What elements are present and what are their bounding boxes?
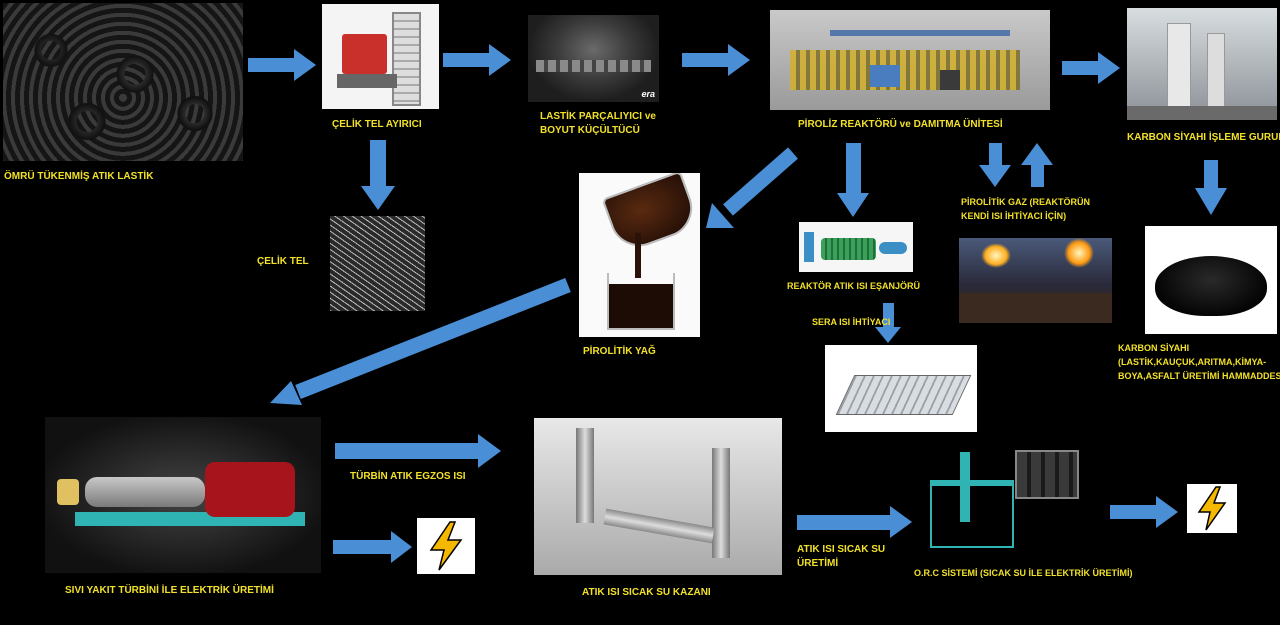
arrow-tires-to-separator (248, 49, 316, 81)
hot-water-boiler-render (534, 418, 782, 575)
label-shredder-1: LASTİK PARÇALIYICI ve (540, 111, 656, 122)
label-heat-exchanger: REAKTÖR ATIK ISI EŞANJÖRÜ (787, 281, 921, 291)
label-hot-water-2: ÜRETİMİ (797, 558, 839, 569)
arrow-gas-to-reactor (1021, 143, 1053, 187)
greenhouse-render (825, 345, 977, 432)
arrow-shredder-to-reactor (682, 44, 750, 76)
arrow-boiler-to-orc (797, 506, 912, 538)
label-pyro-gas-2: KENDİ ISI İHTİYACI İÇİN) (961, 211, 1067, 221)
label-carbon-black-2: (LASTİK,KAUÇUK,ARITMA,KİMYA- (1118, 357, 1267, 367)
gas-flare-photo (959, 238, 1112, 323)
arrow-exchanger-to-greenhouse (875, 303, 901, 343)
label-greenhouse: SERA ISI İHTİYACI (812, 317, 891, 327)
tire-pile-photo (3, 3, 243, 161)
arrow-reactor-to-oil-shaft (723, 147, 798, 216)
arrow-carbon-plant-to-carbon (1195, 160, 1227, 215)
carbon-black-powder (1145, 226, 1277, 334)
arrow-reactor-to-carbon-plant (1062, 52, 1120, 84)
turbine-generator-render (45, 417, 321, 573)
label-carbon-black-1: KARBON SİYAHI (1118, 343, 1190, 353)
label-shredder-2: BOYUT KÜÇÜLTÜCÜ (540, 125, 640, 136)
arrow-orc-electricity (1110, 496, 1178, 528)
label-turbine: SIVI YAKIT TÜRBİNİ İLE ELEKTRİK ÜRETİMİ (65, 585, 274, 596)
label-pyro-gas-1: PİROLİTİK GAZ (REAKTÖRÜN (961, 197, 1090, 207)
label-reactor: PİROLİZ REAKTÖRÜ ve DAMITMA ÜNİTESİ (798, 119, 1003, 130)
arrow-reactor-to-oil-head (706, 203, 734, 228)
arrow-separator-to-steel (361, 140, 395, 210)
label-tires: ÖMRÜ TÜKENMİŞ ATIK LASTİK (4, 171, 154, 182)
label-turbine-exhaust: TÜRBİN ATIK EGZOS ISI (350, 471, 466, 482)
era-watermark: era (641, 89, 655, 99)
arrow-separator-to-shredder (443, 44, 511, 76)
label-boiler: ATIK ISI SICAK SU KAZANI (582, 587, 711, 598)
steel-wire-photo (330, 216, 425, 311)
arrow-reactor-to-exchanger (837, 143, 869, 217)
arrow-oil-to-turbine-shaft (295, 278, 571, 399)
heat-exchanger-render (799, 222, 913, 272)
arrow-turbine-electricity (333, 531, 412, 563)
carbon-black-processing-plant (1127, 8, 1277, 120)
label-orc: O.R.C SİSTEMİ (SICAK SU İLE ELEKTRİK ÜRE… (914, 568, 1133, 578)
label-steel-separator: ÇELİK TEL AYIRICI (332, 119, 422, 130)
label-steel-wire: ÇELİK TEL (257, 256, 309, 267)
arrow-turbine-exhaust (335, 434, 501, 468)
label-carbon-black-3: BOYA,ASFALT ÜRETİMİ HAMMADDESİ) (1118, 371, 1280, 381)
label-pyrolytic-oil: PİROLİTİK YAĞ (583, 346, 656, 357)
tire-shredder-photo: era (528, 15, 659, 102)
oil-pouring-beaker (579, 173, 700, 337)
steel-wire-separator-machine (322, 4, 439, 109)
arrow-oil-to-turbine-head (270, 381, 302, 405)
label-carbon-plant: KARBON SİYAHI İŞLEME GURUBU (1127, 132, 1280, 143)
lightning-bolt-icon (1187, 484, 1237, 533)
pyrolysis-reactor-render (770, 10, 1050, 110)
lightning-bolt-icon (417, 518, 475, 574)
arrow-reactor-to-gas (979, 143, 1011, 187)
orc-system-render (920, 440, 1090, 555)
label-hot-water-1: ATIK ISI SICAK SU (797, 544, 886, 555)
